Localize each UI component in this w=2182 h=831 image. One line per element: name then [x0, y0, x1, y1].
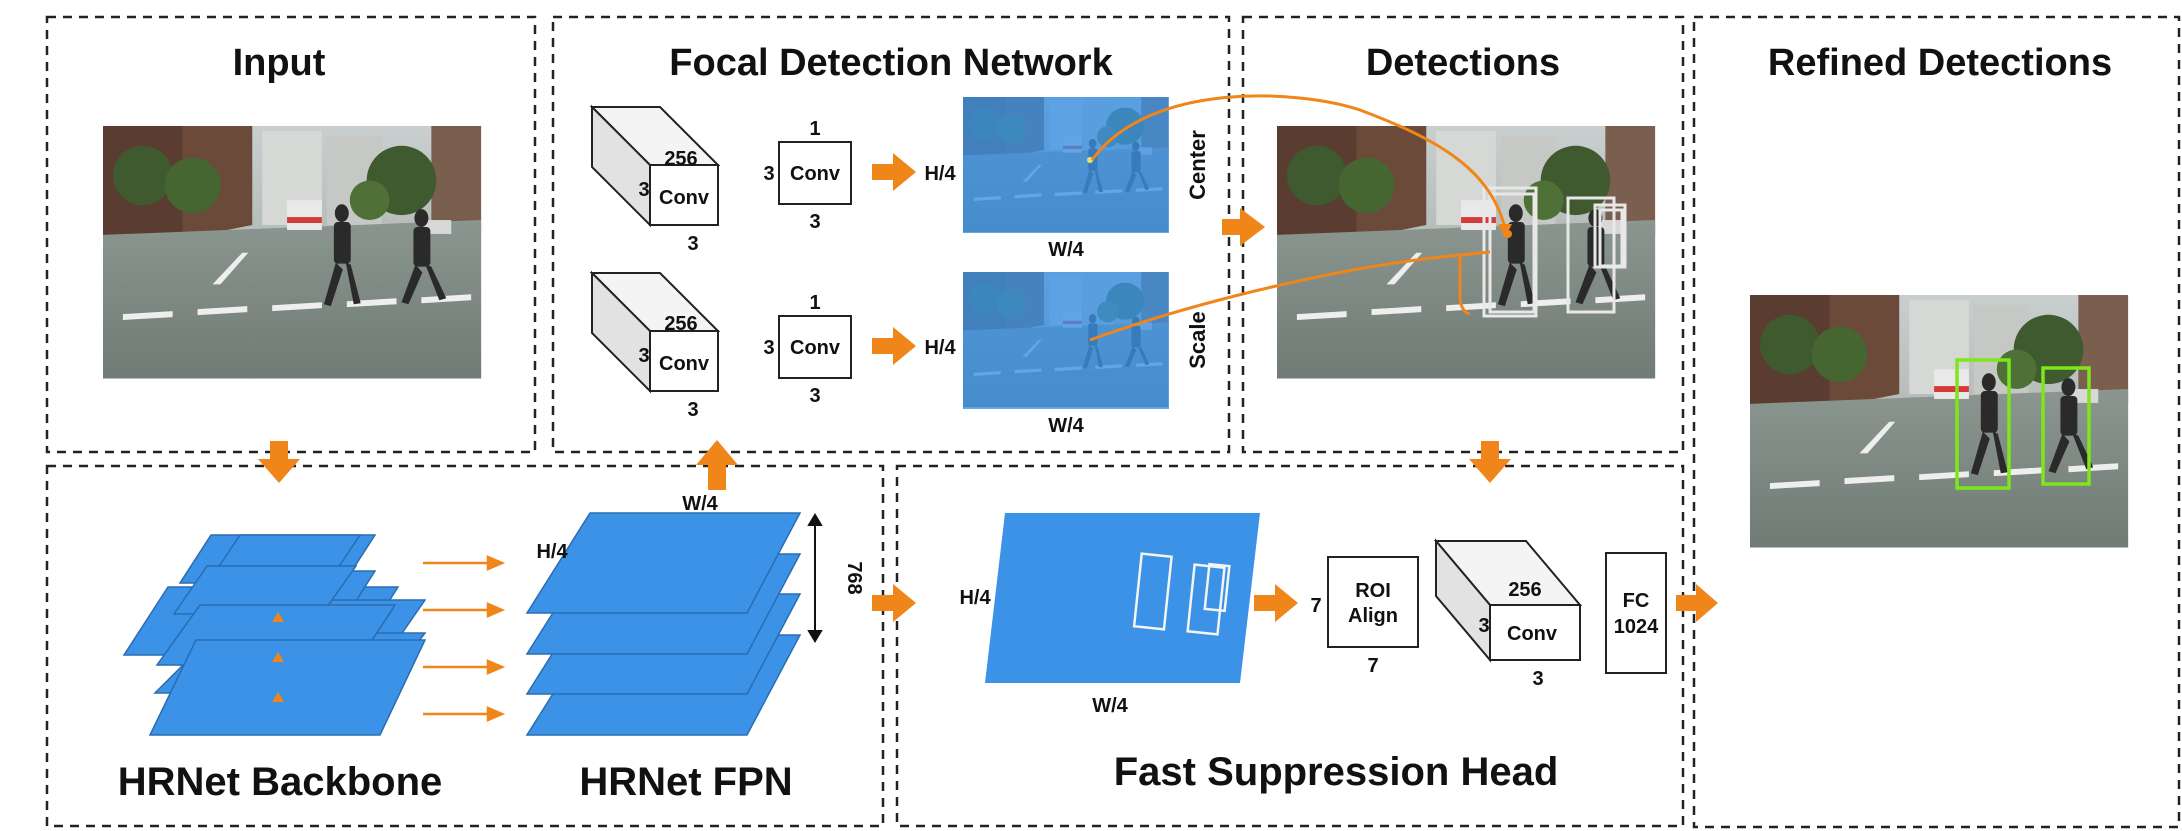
conv-side-label: 3 — [763, 337, 774, 359]
fsh-map-w-label: W/4 — [1092, 695, 1128, 717]
arrow-icon — [872, 153, 916, 191]
conv-block-256: 256 3 Conv 3 — [589, 104, 721, 255]
backbone-layers — [122, 534, 427, 736]
arrow-icon — [1676, 584, 1718, 622]
conv-label: Conv — [790, 163, 841, 185]
conv-1x1-block: 1 3 Conv 3 — [763, 292, 852, 407]
fsh-map-h-label: H/4 — [959, 587, 991, 609]
panel-input — [45, 15, 537, 454]
title-fpn: HRNet FPN — [579, 760, 792, 804]
conv-top-label: 1 — [809, 292, 820, 314]
panel-refined — [1692, 15, 2181, 829]
block-side-label: 3 — [638, 179, 649, 201]
block-conv-label: Conv — [659, 353, 710, 375]
out-w-label: W/4 — [1048, 415, 1084, 437]
fpn-channels-label: 768 — [843, 561, 865, 594]
title-backbone: HRNet Backbone — [118, 760, 443, 804]
fc-line1: FC — [1623, 590, 1650, 612]
map-label-scale: Scale — [1185, 311, 1210, 369]
out-w-label: W/4 — [1048, 239, 1084, 261]
scale-heatmap — [963, 272, 1169, 409]
roi-line2: Align — [1348, 605, 1398, 627]
focal-row-scale: 256 3 Conv 3 1 3 Conv 3 H/4 W/4 Scale — [589, 270, 1210, 437]
fsh-conv-top: 256 — [1508, 579, 1541, 601]
fc-line2: 1024 — [1614, 616, 1659, 638]
conv-1x1-block: 1 3 Conv 3 — [763, 118, 852, 233]
backbone-to-fpn-arrows — [423, 555, 506, 722]
block-bottom-label: 3 — [687, 399, 698, 421]
fsh-conv-bottom: 3 — [1532, 668, 1543, 690]
arrow-icon — [1222, 208, 1265, 246]
fpn-layers — [525, 512, 802, 736]
block-side-label: 3 — [638, 345, 649, 367]
focal-row-center: 256 3 Conv 3 1 3 Conv 3 H/4 W/4 Center — [589, 97, 1210, 261]
conv-block-256: 256 3 Conv 3 — [589, 270, 721, 421]
fpn-width-label: W/4 — [682, 493, 718, 515]
conv-label: Conv — [790, 337, 841, 359]
fsh-feature-map — [985, 513, 1260, 683]
roi-align-block: ROI Align 7 7 — [1310, 556, 1419, 677]
arrow-icon — [1498, 224, 1512, 238]
arrow-icon — [872, 584, 916, 622]
panel-detections — [1241, 15, 1685, 454]
roi-bottom-label: 7 — [1367, 655, 1378, 677]
roi-line1: ROI — [1355, 580, 1391, 602]
block-conv-label: Conv — [659, 187, 710, 209]
fc-block: FC 1024 — [1605, 552, 1667, 674]
input-image — [103, 126, 482, 379]
map-label-center: Center — [1185, 130, 1210, 200]
arrow-icon — [696, 440, 738, 490]
arrow-icon — [1254, 584, 1298, 622]
conv-bottom-label: 3 — [809, 385, 820, 407]
panel-backbone — [45, 464, 885, 828]
fsh-conv-side: 3 — [1478, 615, 1489, 637]
roi-side-label: 7 — [1310, 595, 1321, 617]
refined-detections-image — [1750, 295, 2129, 548]
detections-image — [1277, 126, 1656, 379]
arrow-icon — [872, 327, 916, 365]
title-refined: Refined Detections — [1768, 42, 2112, 84]
panel-focal-detection — [551, 15, 1231, 454]
out-h-label: H/4 — [924, 163, 956, 185]
arrow-icon — [1469, 441, 1511, 483]
panel-fsh — [895, 464, 1685, 828]
conv-top-label: 1 — [809, 118, 820, 140]
title-focal: Focal Detection Network — [669, 42, 1113, 84]
conv-side-label: 3 — [763, 163, 774, 185]
fpn-channel-dimension-line — [807, 513, 823, 643]
fsh-conv-label: Conv — [1507, 623, 1558, 645]
out-h-label: H/4 — [924, 337, 956, 359]
title-detections: Detections — [1366, 42, 1560, 84]
block-bottom-label: 3 — [687, 233, 698, 255]
center-heatmap — [963, 97, 1169, 233]
title-fsh: Fast Suppression Head — [1114, 750, 1559, 794]
fsh-conv-block: 256 3 Conv 3 — [1433, 538, 1583, 690]
title-input: Input — [233, 42, 326, 84]
block-top-label: 256 — [664, 313, 697, 335]
conv-bottom-label: 3 — [809, 211, 820, 233]
arrow-icon — [258, 441, 300, 483]
center-scale-connectors — [1089, 94, 1507, 342]
fpn-height-label: H/4 — [536, 541, 568, 563]
block-top-label: 256 — [664, 148, 697, 170]
